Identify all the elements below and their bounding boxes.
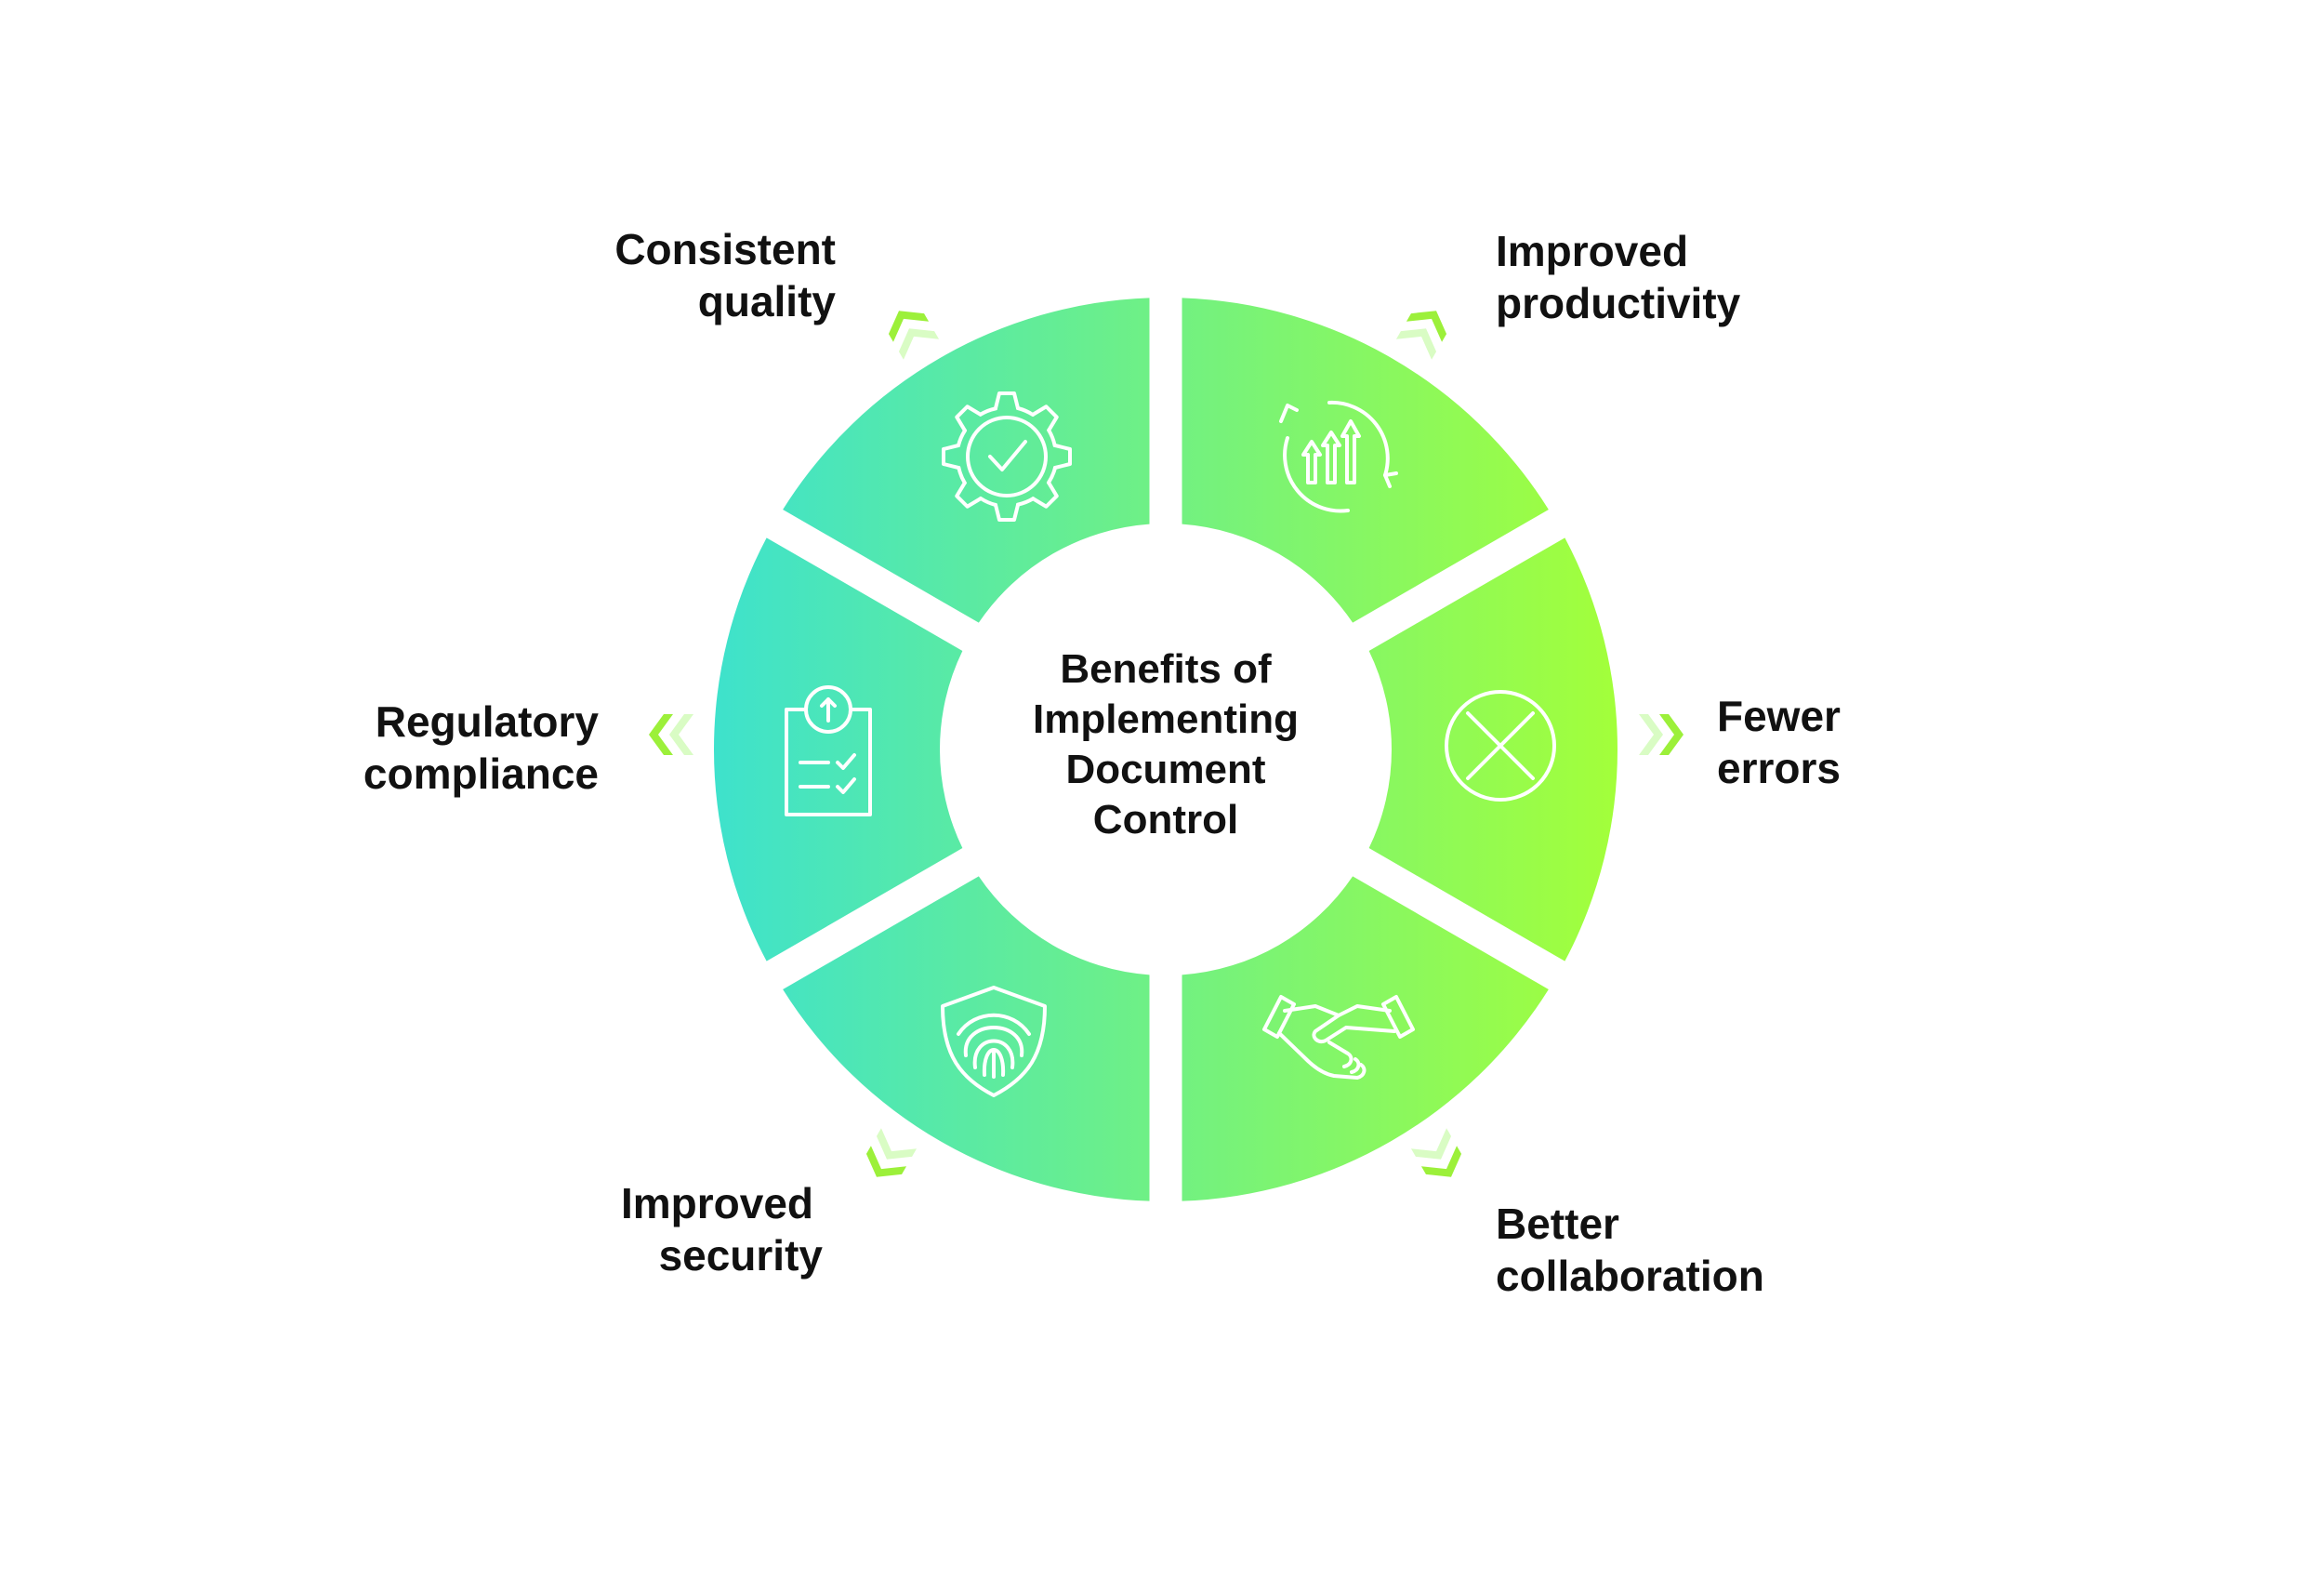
double-chevron-icon: [649, 714, 693, 755]
title-line: Control: [1092, 797, 1239, 842]
title-line: Document: [1065, 747, 1266, 792]
title-line: Benefits of: [1060, 646, 1272, 692]
label-line: quality: [697, 277, 836, 325]
center-title: Benefits of Implementing Document Contro…: [980, 644, 1352, 845]
label-line: Fewer: [1717, 692, 1841, 740]
clipboard-checklist-icon: [785, 685, 872, 816]
double-chevron-icon: [1410, 1128, 1462, 1177]
fingerprint-shield-icon: [941, 986, 1047, 1097]
x-circle-icon: [1445, 690, 1556, 802]
gear-check-icon: [942, 391, 1072, 522]
label-fewer-errors: Fewer errors: [1717, 690, 1841, 794]
label-line: errors: [1717, 744, 1841, 792]
double-chevron-icon: [1639, 714, 1684, 755]
label-line: productivity: [1496, 279, 1741, 327]
ring-segment-clipboard-checklist: [714, 537, 963, 961]
label-line: Consistent: [614, 225, 836, 273]
label-line: collaboration: [1496, 1252, 1764, 1300]
label-line: Improved: [1496, 227, 1689, 275]
label-line: Improved: [620, 1179, 813, 1227]
double-chevron-icon: [865, 1128, 918, 1177]
growth-chart-icon: [1279, 400, 1398, 513]
ring-segment-x-circle: [1368, 537, 1618, 961]
label-improved-security: Improved security: [621, 1177, 823, 1281]
handshake-icon: [1262, 995, 1415, 1080]
label-line: Regulatory: [375, 697, 599, 746]
label-line: Better: [1496, 1200, 1619, 1248]
label-line: security: [658, 1231, 823, 1280]
label-regulatory-compliance: Regulatory compliance: [363, 696, 599, 800]
label-consistent-quality: Consistent quality: [614, 223, 836, 327]
label-improved-productivity: Improved productivity: [1496, 225, 1740, 329]
ring-segment-handshake: [1182, 876, 1549, 1201]
ring-segment-growth-chart: [1182, 298, 1549, 623]
label-line: compliance: [363, 749, 599, 798]
double-chevron-icon: [1395, 311, 1447, 360]
label-better-collaboration: Better collaboration: [1496, 1198, 1764, 1302]
ring-segment-fingerprint-shield: [783, 876, 1150, 1201]
double-chevron-icon: [888, 311, 940, 360]
title-line: Implementing: [1032, 696, 1300, 742]
